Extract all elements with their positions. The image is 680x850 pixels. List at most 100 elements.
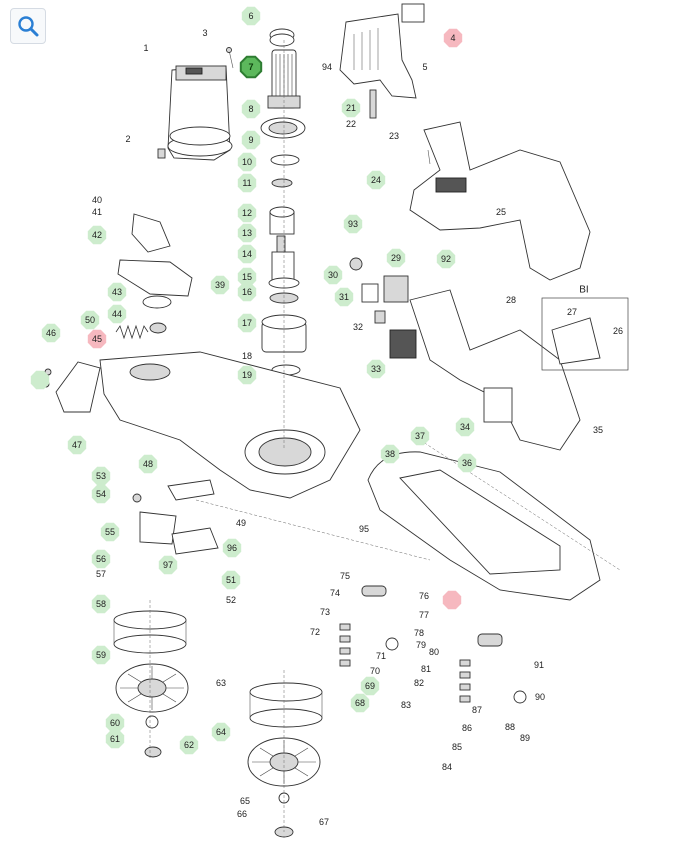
callout-87[interactable]: 87 (472, 705, 482, 715)
callout-2[interactable]: 2 (125, 134, 130, 144)
callout-67[interactable]: 67 (319, 817, 329, 827)
callout-24[interactable]: 24 (366, 170, 386, 190)
callout-33[interactable]: 33 (366, 359, 386, 379)
callout-22[interactable]: 22 (346, 119, 356, 129)
callout-78[interactable]: 78 (414, 628, 424, 638)
callout-37[interactable]: 37 (410, 426, 430, 446)
callout-14[interactable]: 14 (237, 244, 257, 264)
callout-84[interactable]: 84 (442, 762, 452, 772)
callout-96[interactable]: 96 (222, 538, 242, 558)
callout-97[interactable]: 97 (158, 555, 178, 575)
callout-43[interactable]: 43 (107, 282, 127, 302)
callout-93[interactable]: 93 (343, 214, 363, 234)
callout-95[interactable]: 95 (359, 524, 369, 534)
callout-blank-green[interactable] (30, 370, 50, 390)
callout-63[interactable]: 63 (216, 678, 226, 688)
callout-52[interactable]: 52 (226, 595, 236, 605)
callout-69[interactable]: 69 (360, 676, 380, 696)
callout-77[interactable]: 77 (419, 610, 429, 620)
callout-48[interactable]: 48 (138, 454, 158, 474)
callout-27[interactable]: 27 (567, 307, 577, 317)
callout-47[interactable]: 47 (67, 435, 87, 455)
callout-51[interactable]: 51 (221, 570, 241, 590)
callout-39[interactable]: 39 (210, 275, 230, 295)
callout-56[interactable]: 56 (91, 549, 111, 569)
callout-85[interactable]: 85 (452, 742, 462, 752)
callout-3[interactable]: 3 (202, 28, 207, 38)
callout-13[interactable]: 13 (237, 223, 257, 243)
callout-89[interactable]: 89 (520, 733, 530, 743)
callout-41[interactable]: 41 (92, 207, 102, 217)
callout-94[interactable]: 94 (322, 62, 332, 72)
callout-28[interactable]: 28 (506, 295, 516, 305)
callout-68[interactable]: 68 (350, 693, 370, 713)
callout-66[interactable]: 66 (237, 809, 247, 819)
callout-8[interactable]: 8 (241, 99, 261, 119)
callout-26[interactable]: 26 (613, 326, 623, 336)
callout-blank-alert[interactable] (442, 590, 462, 610)
search-button[interactable] (10, 8, 46, 44)
callout-49[interactable]: 49 (236, 518, 246, 528)
callout-7[interactable]: 7 (239, 55, 263, 79)
callout-32[interactable]: 32 (353, 322, 363, 332)
callout-25[interactable]: 25 (496, 207, 506, 217)
callout-30[interactable]: 30 (323, 265, 343, 285)
callout-81[interactable]: 81 (421, 664, 431, 674)
callout-53[interactable]: 53 (91, 466, 111, 486)
callout-80[interactable]: 80 (429, 647, 439, 657)
callout-61[interactable]: 61 (105, 729, 125, 749)
callout-23[interactable]: 23 (389, 131, 399, 141)
callout-65[interactable]: 65 (240, 796, 250, 806)
callout-38[interactable]: 38 (380, 444, 400, 464)
callout-36[interactable]: 36 (457, 453, 477, 473)
callout-58[interactable]: 58 (91, 594, 111, 614)
callout-10[interactable]: 10 (237, 152, 257, 172)
callout-6[interactable]: 6 (241, 6, 261, 26)
callout-15[interactable]: 15 (237, 267, 257, 287)
callout-60[interactable]: 60 (105, 713, 125, 733)
callout-57[interactable]: 57 (96, 569, 106, 579)
callout-21[interactable]: 21 (341, 98, 361, 118)
callout-18[interactable]: 18 (242, 351, 252, 361)
callout-34[interactable]: 34 (455, 417, 475, 437)
callout-42[interactable]: 42 (87, 225, 107, 245)
callout-92[interactable]: 92 (436, 249, 456, 269)
callout-64[interactable]: 64 (211, 722, 231, 742)
callout-11[interactable]: 11 (237, 173, 257, 193)
callout-88[interactable]: 88 (505, 722, 515, 732)
callout-12[interactable]: 12 (237, 203, 257, 223)
callout-91[interactable]: 91 (534, 660, 544, 670)
callout-16[interactable]: 16 (237, 282, 257, 302)
callout-82[interactable]: 82 (414, 678, 424, 688)
callout-90[interactable]: 90 (535, 692, 545, 702)
callout-72[interactable]: 72 (310, 627, 320, 637)
callout-46[interactable]: 46 (41, 323, 61, 343)
callout-79[interactable]: 79 (416, 640, 426, 650)
callout-44[interactable]: 44 (107, 304, 127, 324)
callout-71[interactable]: 71 (376, 651, 386, 661)
callout-76[interactable]: 76 (419, 591, 429, 601)
callout-9[interactable]: 9 (241, 130, 261, 150)
callout-29[interactable]: 29 (386, 248, 406, 268)
callout-19[interactable]: 19 (237, 365, 257, 385)
callout-45[interactable]: 45 (87, 329, 107, 349)
callout-40[interactable]: 40 (92, 195, 102, 205)
callout-50[interactable]: 50 (80, 310, 100, 330)
callout-31[interactable]: 31 (334, 287, 354, 307)
callout-75[interactable]: 75 (340, 571, 350, 581)
callout-number: 27 (567, 307, 577, 317)
callout-74[interactable]: 74 (330, 588, 340, 598)
callout-62[interactable]: 62 (179, 735, 199, 755)
callout-55[interactable]: 55 (100, 522, 120, 542)
callout-73[interactable]: 73 (320, 607, 330, 617)
callout-4[interactable]: 4 (443, 28, 463, 48)
callout-86[interactable]: 86 (462, 723, 472, 733)
callout-83[interactable]: 83 (401, 700, 411, 710)
callout-5[interactable]: 5 (422, 62, 427, 72)
callout-1[interactable]: 1 (143, 43, 148, 53)
callout-54[interactable]: 54 (91, 484, 111, 504)
callout-35[interactable]: 35 (593, 425, 603, 435)
callout-59[interactable]: 59 (91, 645, 111, 665)
callout-17[interactable]: 17 (237, 313, 257, 333)
callout-70[interactable]: 70 (370, 666, 380, 676)
